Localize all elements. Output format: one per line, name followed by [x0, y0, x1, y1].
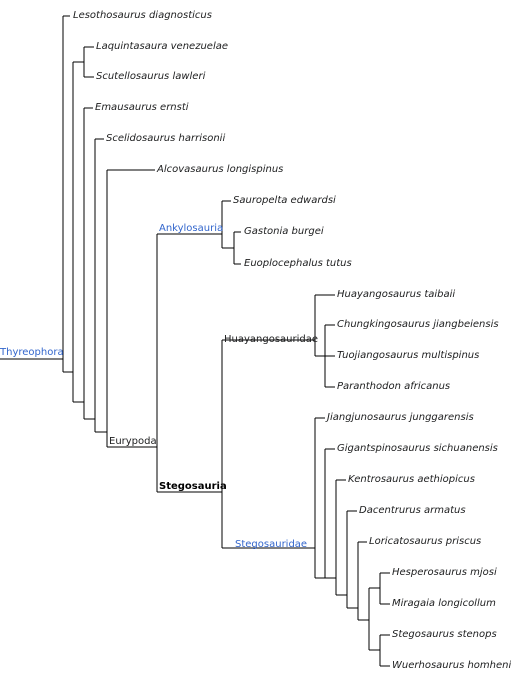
taxon-label: Wuerhosaurus homheni — [392, 660, 511, 671]
taxon-label: Gigantspinosaurus sichuanensis — [337, 443, 498, 454]
taxon-label: Emausaurus ernsti — [95, 102, 189, 113]
taxon-label: Alcovasaurus longispinus — [157, 164, 284, 175]
taxon-label: Paranthodon africanus — [337, 381, 451, 392]
taxon-label: Lesothosaurus diagnosticus — [73, 10, 212, 21]
taxon-label: Chungkingosaurus jiangbeiensis — [337, 319, 499, 330]
clade-label-stegosauridae[interactable]: Stegosauridae — [235, 539, 308, 550]
taxon-label: Kentrosaurus aethiopicus — [348, 474, 475, 485]
clade-label-thyreophora[interactable]: Thyreophora — [0, 347, 64, 358]
clade-label-stegosauria: Stegosauria — [159, 481, 227, 492]
taxon-label: Sauropelta edwardsi — [233, 195, 336, 206]
taxon-label: Hesperosaurus mjosi — [392, 567, 497, 578]
taxon-label: Stegosaurus stenops — [392, 629, 497, 640]
taxon-label: Gastonia burgei — [244, 226, 324, 237]
clade-label-huayangosauridae: Huayangosauridae — [224, 334, 319, 345]
taxon-label: Jiangjunosaurus junggarensis — [327, 412, 474, 423]
taxon-label: Huayangosaurus taibaii — [337, 289, 456, 300]
clade-label-eurypoda: Eurypoda — [109, 436, 157, 447]
taxon-label: Tuojiangosaurus multispinus — [337, 350, 480, 361]
taxon-label: Laquintasaura venezuelae — [96, 41, 229, 52]
taxon-label: Loricatosaurus priscus — [369, 536, 482, 547]
clade-label-ankylosauria[interactable]: Ankylosauria — [159, 223, 224, 234]
taxon-label: Scutellosaurus lawleri — [96, 71, 206, 82]
taxon-label: Dacentrurus armatus — [359, 505, 466, 516]
taxon-label: Miragaia longicollum — [392, 598, 496, 609]
taxon-label: Euoplocephalus tutus — [244, 258, 352, 269]
taxon-label: Scelidosaurus harrisonii — [106, 133, 226, 144]
